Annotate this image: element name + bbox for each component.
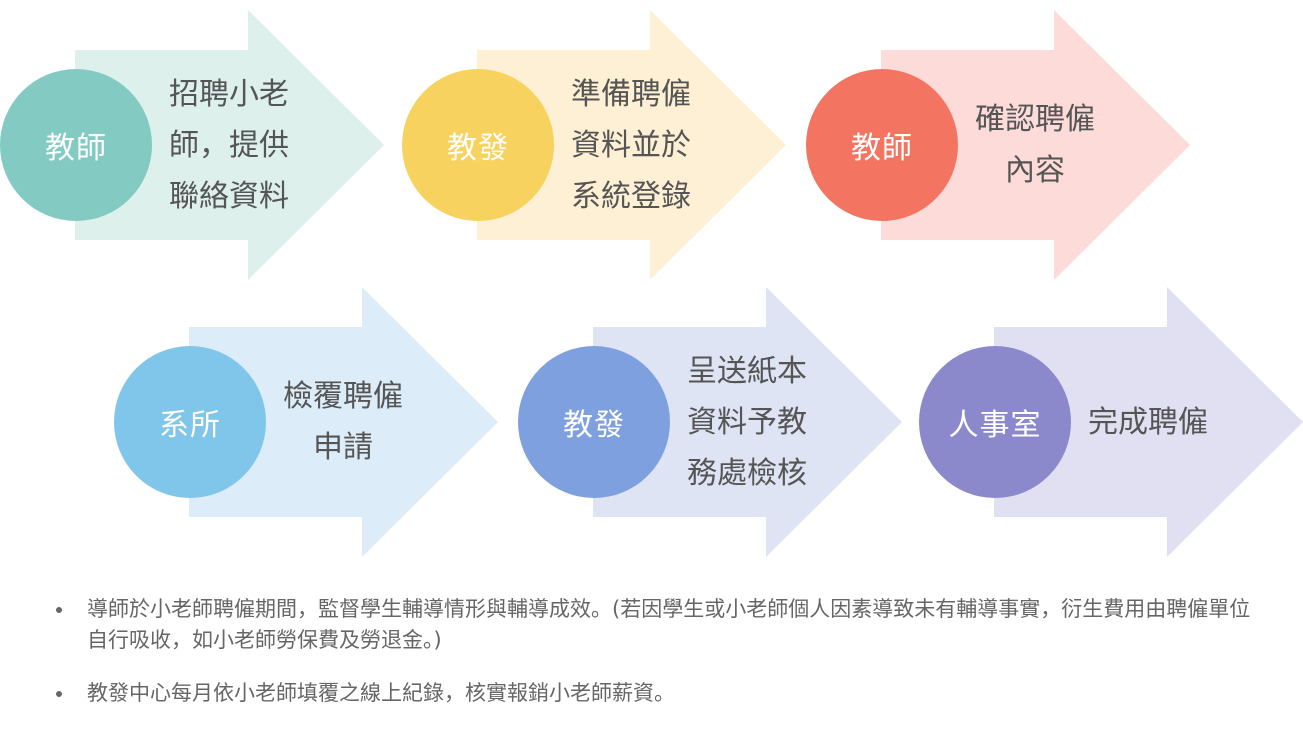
step-role-circle: 教師 [806,69,958,221]
note-text: 教發中心每月依小老師填覆之線上紀錄，核實報銷小老師薪資。 [87,681,675,705]
step-1: 教師 招聘小老 師，提供 聯絡資料 [0,10,384,280]
step-description: 招聘小老 師，提供 聯絡資料 [169,76,289,214]
step-6: 人事室 完成聘僱 [919,287,1303,557]
step-3: 教師 確認聘僱 內容 [806,10,1190,280]
step-description: 完成聘僱 [1088,404,1208,440]
step-description: 檢覆聘僱 申請 [283,379,403,465]
step-arrow [189,287,498,557]
step-role-circle: 系所 [114,346,266,498]
note-item: 教發中心每月依小老師填覆之線上紀錄，核實報銷小老師薪資。 [56,678,1256,709]
step-role-circle: 教發 [402,69,554,221]
step-arrow [593,287,902,557]
bullet-icon [56,607,62,613]
step-2: 教發 準備聘僱 資料並於 系統登錄 [402,10,786,280]
bullet-icon [56,691,62,697]
notes-list: 導師於小老師聘僱期間，監督學生輔導情形與輔導成效。(若因學生或小老師個人因素導致… [56,594,1256,731]
step-5: 教發 呈送紙本 資料予教 務處檢核 [518,287,902,557]
step-role-circle: 人事室 [919,346,1071,498]
step-arrow [994,287,1303,557]
note-item: 導師於小老師聘僱期間，監督學生輔導情形與輔導成效。(若因學生或小老師個人因素導致… [56,594,1256,656]
note-text: 導師於小老師聘僱期間，監督學生輔導情形與輔導成效。(若因學生或小老師個人因素導致… [87,597,1251,652]
step-arrow [881,10,1190,280]
step-role-circle: 教發 [518,346,670,498]
step-description: 準備聘僱 資料並於 系統登錄 [571,76,691,214]
hiring-process-flow: 教師 招聘小老 師，提供 聯絡資料 教發 準備聘僱 資料並於 系統登錄 教師 確… [0,10,1303,557]
step-description: 呈送紙本 資料予教 務處檢核 [687,353,807,491]
step-description: 確認聘僱 內容 [975,102,1095,188]
step-4: 系所 檢覆聘僱 申請 [114,287,498,557]
step-arrow [477,10,786,280]
step-arrow [75,10,384,280]
step-role-circle: 教師 [0,69,152,221]
